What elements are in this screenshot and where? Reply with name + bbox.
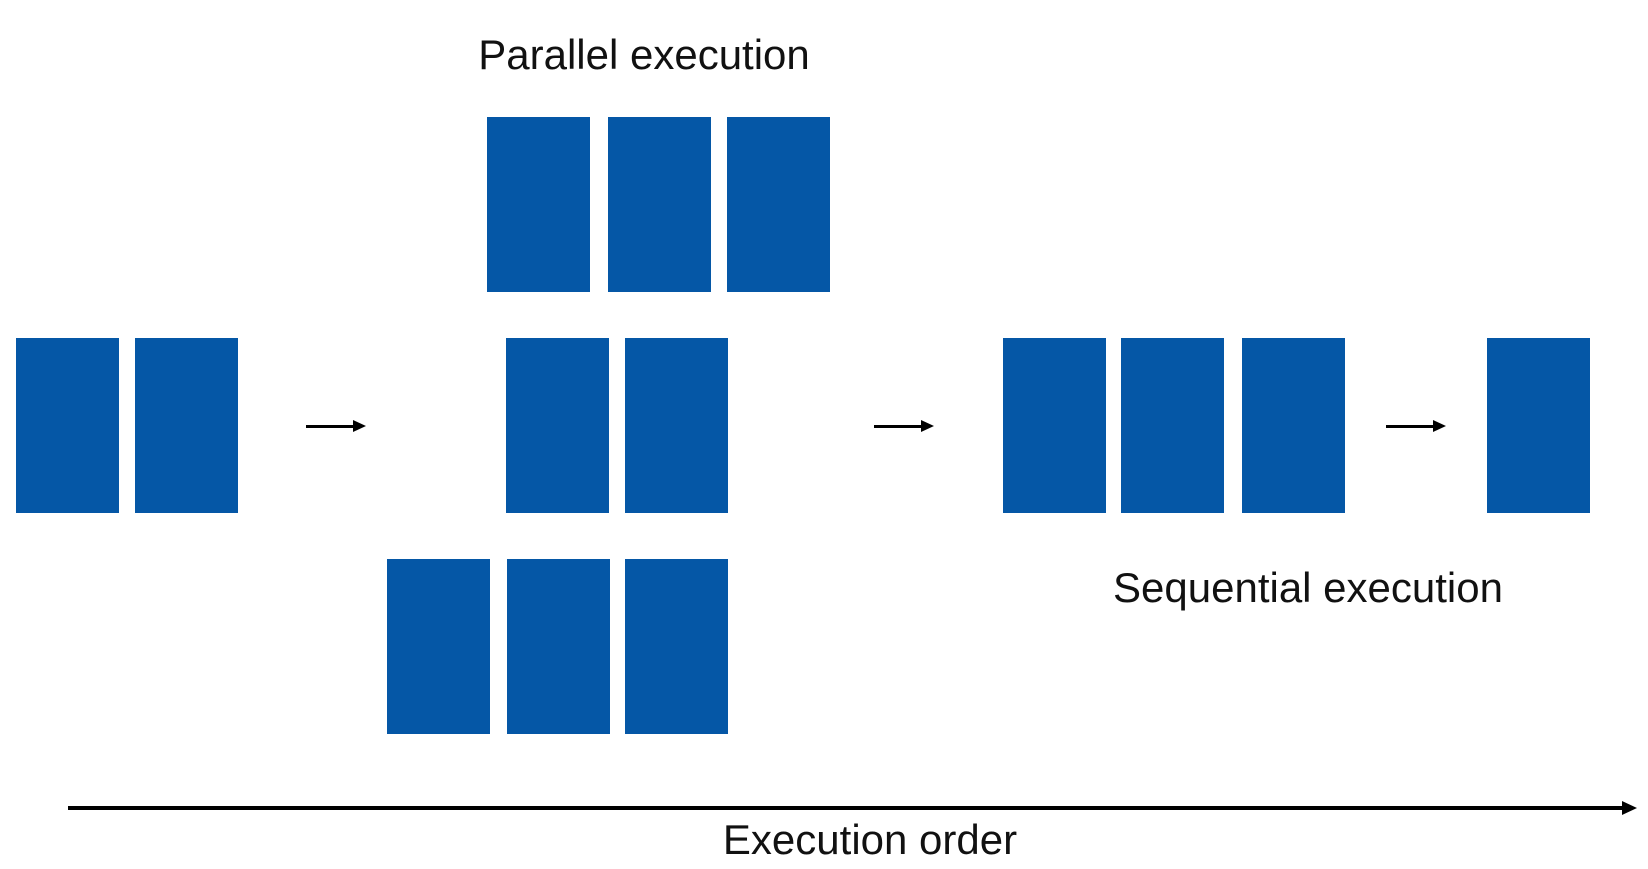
execution-block <box>506 338 609 513</box>
execution-order-axis-arrow <box>68 801 1637 815</box>
execution-block <box>1121 338 1224 513</box>
sequential-execution-label: Sequential execution <box>1113 564 1503 611</box>
execution-order-label: Execution order <box>722 816 1018 863</box>
arrow-head-icon <box>353 420 366 432</box>
arrow-head-icon <box>1622 801 1637 815</box>
execution-block <box>608 117 711 292</box>
arrow-head-icon <box>921 420 934 432</box>
execution-block <box>625 559 728 734</box>
arrow-line <box>874 425 922 428</box>
execution-block <box>625 338 728 513</box>
execution-block <box>727 117 830 292</box>
execution-block <box>1003 338 1106 513</box>
execution-block <box>1487 338 1590 513</box>
execution-block <box>135 338 238 513</box>
arrow-line <box>1386 425 1434 428</box>
execution-block <box>507 559 610 734</box>
arrow-head-icon <box>1433 420 1446 432</box>
flow-arrow-2 <box>874 420 934 432</box>
execution-block <box>16 338 119 513</box>
execution-block <box>387 559 490 734</box>
parallel-execution-label: Parallel execution <box>478 31 810 78</box>
flow-arrow-1 <box>306 420 366 432</box>
arrow-line <box>68 806 1624 810</box>
arrow-line <box>306 425 354 428</box>
execution-block <box>1242 338 1345 513</box>
execution-block <box>487 117 590 292</box>
flow-arrow-3 <box>1386 420 1446 432</box>
